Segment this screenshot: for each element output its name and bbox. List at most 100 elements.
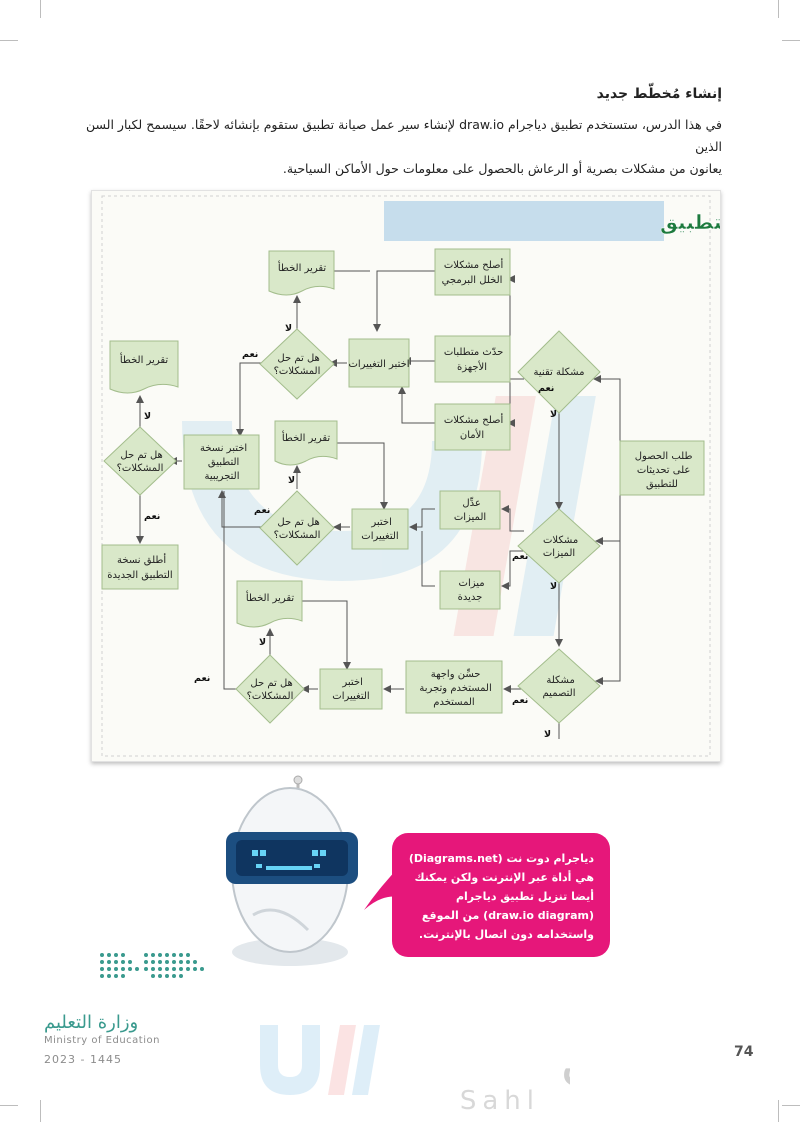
svg-text:أصلح مشكلات الأمان: أصلح مشكلات الأمان xyxy=(441,413,504,441)
decision-label: هل تم حل xyxy=(277,517,319,528)
no-label: لا xyxy=(544,729,551,740)
no-label: لا xyxy=(259,637,266,648)
node-label: التجريبية xyxy=(205,471,240,482)
section-heading: إنشاء مُخطّط جديد xyxy=(596,86,722,102)
diagram-title: مخطط سير عمل صيانة التطبيق xyxy=(660,210,720,234)
crop-mark xyxy=(778,1100,779,1122)
ministry-english: Ministry of Education xyxy=(44,1035,160,1046)
svg-text:هل تم حل المشكلات؟: هل تم حل المشكلات؟ xyxy=(247,678,294,702)
node-label: الأمان xyxy=(460,428,484,441)
node-label: الخلل البرمجي xyxy=(442,275,503,286)
svg-text:ميزات جديدة: ميزات جديدة xyxy=(455,578,484,603)
node-label: أصلح مشكلات xyxy=(444,413,504,426)
decision-solved-main: هل تم حل المشكلات؟ xyxy=(103,426,177,496)
decision-label: هل تم حل xyxy=(120,450,162,461)
flowchart-svg: مخطط سير عمل صيانة التطبيق xyxy=(101,195,720,757)
node-modify-feature: عدِّل الميزات xyxy=(439,490,501,530)
decision-solved-2: هل تم حل المشكلات؟ xyxy=(259,490,335,566)
title-banner xyxy=(384,201,664,241)
decision-label: هل تم حل xyxy=(250,678,292,689)
intro-line: في هذا الدرس، ستستخدم تطبيق دياجرام draw… xyxy=(85,117,722,154)
node-label: التطبيق الجديدة xyxy=(107,570,172,581)
watermark-latin: Sahl xyxy=(460,1086,540,1115)
node-error-report-1: تقرير الخطأ xyxy=(268,250,335,296)
node-improve-ui: حسِّن واجهة المستخدم وتجربة المستخدم xyxy=(405,660,503,714)
ministry-name: وزارة التعليم xyxy=(44,1012,139,1033)
svg-text:هل تم حل المشكلات؟: هل تم حل المشكلات؟ xyxy=(117,450,164,474)
decision-feature-issue: مشكلات الميزات xyxy=(517,508,601,584)
page-number: 74 xyxy=(734,1044,754,1060)
node-release-new-version: أطلق نسخة التطبيق الجديدة xyxy=(101,544,179,590)
crop-mark xyxy=(0,1105,18,1106)
svg-text:أطلق نسخة التطبيق الجد: أطلق نسخة التطبيق الجديدة xyxy=(107,553,172,581)
intro-line: يعانون من مشكلات بصرية أو الرعاش بالحصول… xyxy=(282,161,722,176)
watermark-text: سهل xyxy=(560,1023,570,1091)
node-label: الميزات xyxy=(454,512,486,523)
node-label: اختبر xyxy=(341,677,363,688)
yes-label: نعم xyxy=(512,551,528,562)
svg-text:مشكلات الميزات: مشكلات الميزات xyxy=(540,535,578,559)
svg-text:اختبر التغييرات: اختبر التغييرات xyxy=(361,517,398,542)
crop-mark xyxy=(40,1100,41,1122)
node-test-changes-1: اختبر التغييرات xyxy=(348,338,410,388)
crop-mark xyxy=(0,40,18,41)
crop-mark xyxy=(778,0,779,18)
svg-text:هل تم حل المشكلات؟: هل تم حل المشكلات؟ xyxy=(274,517,321,541)
decision-label: المشكلات؟ xyxy=(274,366,321,377)
node-fix-security: أصلح مشكلات الأمان xyxy=(434,403,511,451)
node-label: التطبيق xyxy=(208,457,239,468)
node-label: تقرير الخطأ xyxy=(278,260,327,274)
svg-text:اختبر التغييرات: اختبر التغييرات xyxy=(332,677,369,702)
node-request-updates: طلب الحصول على تحديثات للتطبيق xyxy=(619,440,705,496)
callout-text: دياجرام دوت نت (Diagrams.net) هي أداة عب… xyxy=(408,852,594,941)
node-label: اختبر xyxy=(370,517,392,528)
decision-label: مشكلة xyxy=(546,675,574,686)
svg-text:طلب الحصول على تحديثات: طلب الحصول على تحديثات للتطبيق xyxy=(632,451,693,490)
intro-paragraph: في هذا الدرس، ستستخدم تطبيق دياجرام draw… xyxy=(72,114,722,180)
node-label: تقرير الخطأ xyxy=(120,352,169,366)
decision-solved-1: هل تم حل المشكلات؟ xyxy=(259,328,335,400)
decision-label: مشكلات xyxy=(543,535,578,546)
node-error-report-3: تقرير الخطأ xyxy=(236,580,303,628)
node-error-report-main: تقرير الخطأ xyxy=(109,340,179,394)
node-request-updates-line: للتطبيق xyxy=(646,479,678,490)
ministry-logo xyxy=(100,953,204,978)
decision-label: المشكلات؟ xyxy=(274,530,321,541)
node-label: التغييرات xyxy=(361,531,398,542)
node-label: حدّث متطلبات xyxy=(444,347,503,358)
node-test-changes-2: اختبر التغييرات xyxy=(351,508,409,550)
node-label: اختبر التغييرات xyxy=(348,359,409,370)
node-label: حسِّن واجهة xyxy=(431,668,481,680)
node-new-feature: ميزات جديدة xyxy=(439,570,501,610)
yes-label: نعم xyxy=(538,383,554,394)
node-label: عدِّل xyxy=(462,497,480,509)
info-callout: دياجرام دوت نت (Diagrams.net) هي أداة عب… xyxy=(392,833,610,957)
decision-design-issue: مشكلة التصميم xyxy=(517,648,601,724)
sahl-watermark: سهل Sahl xyxy=(260,1023,570,1115)
node-fix-bugs: أصلح مشكلات الخلل البرمجي xyxy=(434,248,511,296)
svg-text:حدّث متطلبات الأجهزة: حدّث متطلبات الأجهزة xyxy=(441,347,504,373)
decision-label: التصميم xyxy=(543,688,576,699)
svg-text:هل تم حل المشكلات؟: هل تم حل المشكلات؟ xyxy=(274,353,321,377)
svg-text:اختبر نسخة التطبيق: اختبر نسخة التطبيق التجريبية xyxy=(197,443,247,482)
no-label: لا xyxy=(288,475,295,486)
decision-label: هل تم حل xyxy=(277,353,319,364)
no-label: لا xyxy=(285,323,292,334)
node-label: تقرير الخطأ xyxy=(246,590,295,604)
node-label: جديدة xyxy=(458,592,483,603)
no-label: لا xyxy=(550,581,557,592)
node-label: المستخدم xyxy=(433,697,474,708)
decision-technical-issue: مشكلة تقنية xyxy=(517,330,601,414)
node-test-trial-version: اختبر نسخة التطبيق التجريبية xyxy=(183,434,260,490)
node-request-updates-line: على تحديثات xyxy=(637,465,691,476)
ministry-year: 2023 - 1445 xyxy=(44,1053,122,1066)
decision-label: المشكلات؟ xyxy=(117,463,164,474)
svg-text:حسِّن واجهة المستخدم و: حسِّن واجهة المستخدم وتجربة المستخدم xyxy=(416,668,492,708)
node-label: الأجهزة xyxy=(457,360,487,373)
svg-text:مشكلة التصميم: مشكلة التصميم xyxy=(543,675,576,699)
svg-text:أصلح مشكلات الخلل البر: أصلح مشكلات الخلل البرمجي xyxy=(441,258,504,286)
node-label: أطلق نسخة xyxy=(117,553,166,566)
decision-solved-3: هل تم حل المشكلات؟ xyxy=(235,654,305,724)
node-label: المستخدم وتجربة xyxy=(419,683,491,694)
node-label: أصلح مشكلات xyxy=(444,258,504,271)
